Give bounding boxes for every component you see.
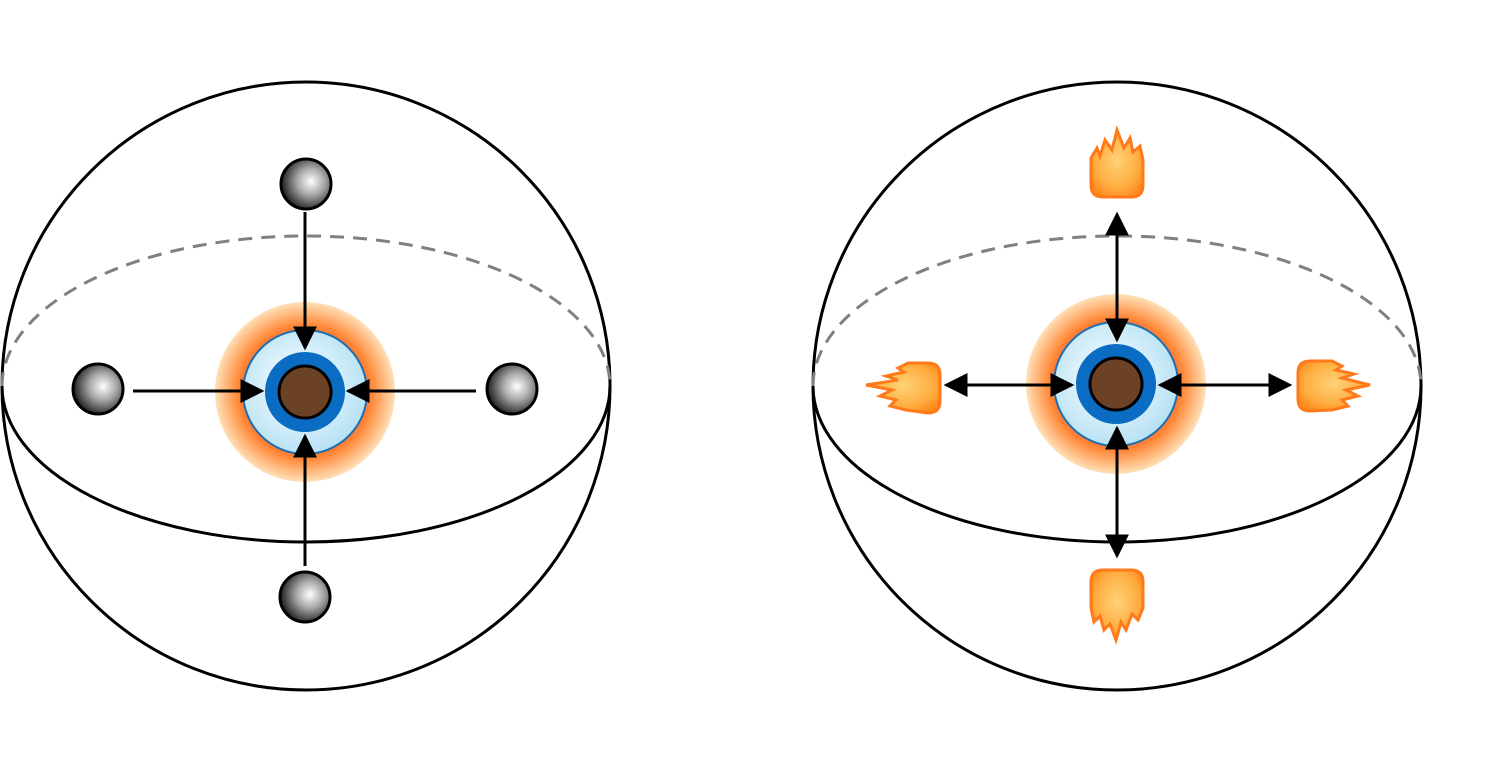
equator-back-dashed — [811, 234, 1423, 387]
gray-ball-icon-top — [279, 157, 333, 211]
fireball-icon-top — [1089, 125, 1145, 199]
fireball-icon-right — [1296, 359, 1371, 413]
equator-back-dashed — [0, 234, 612, 387]
core — [277, 364, 333, 420]
fireball-icon-bottom — [1089, 568, 1145, 645]
gray-ball-icon-right — [485, 362, 539, 416]
gray-ball-icon-bottom — [278, 570, 332, 624]
central-core — [215, 302, 395, 482]
fireball-icon-left — [865, 361, 942, 415]
right-panel — [811, 80, 1423, 692]
left-panel — [0, 80, 612, 692]
gray-ball-icon-left — [71, 362, 125, 416]
core — [1088, 356, 1144, 412]
